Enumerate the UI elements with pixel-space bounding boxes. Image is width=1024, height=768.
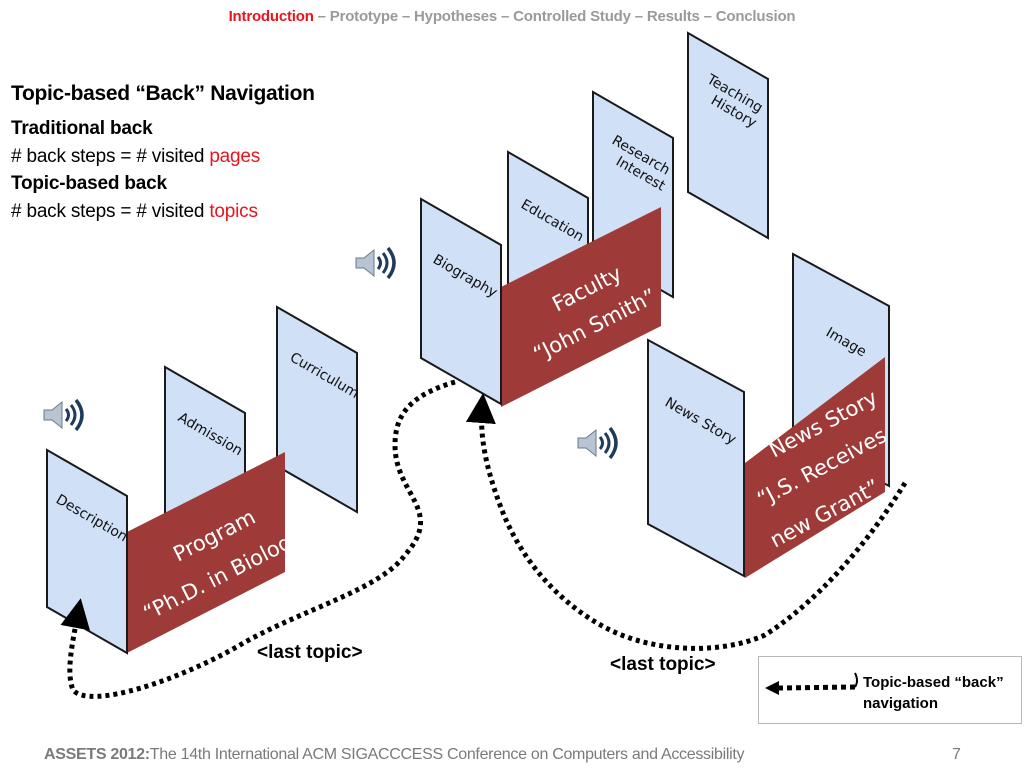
traditional-back-rule: # back steps = # visited pages [11, 146, 260, 168]
legend-label: Topic-based “back” navigation [863, 674, 1004, 712]
dotted-arrow-icon [60, 379, 456, 699]
topic-based-back-rule: # back steps = # visited topics [11, 201, 258, 223]
topic-rule-prefix: # back steps = # visited [11, 201, 210, 222]
legend-box: Topic-based “back” navigation [758, 656, 1022, 724]
topic-banner-faculty [501, 207, 661, 407]
speaker-icon [355, 246, 396, 280]
speaker-icon [577, 426, 618, 460]
traditional-back-title: Traditional back [11, 118, 153, 139]
footer: ASSETS 2012:The 14th International ACM S… [44, 746, 744, 764]
dotted-arrow-icon [765, 672, 858, 695]
dotted-arrow-icon [465, 393, 908, 651]
page-panel-curriculum [276, 305, 358, 514]
traditional-rule-highlight: pages [209, 146, 261, 167]
news-topic-group: Image News Story News Story “J.S. Receiv… [647, 252, 908, 578]
breadcrumb-rest: – Prototype – Hypotheses – Controlled St… [313, 8, 796, 25]
topic-banner-program [127, 452, 285, 653]
last-topic-label-left: <last topic> [257, 642, 363, 663]
page-panel-biography [420, 197, 502, 406]
page-number: 7 [952, 746, 961, 763]
topic-rule-highlight: topics [209, 201, 258, 222]
footer-subtitle: The 14th International ACM SIGACCCESS Co… [149, 746, 745, 763]
slide-heading: Topic-based “Back” Navigation [11, 82, 315, 105]
page-panel-teaching-history [687, 31, 769, 240]
last-topic-label-right: <last topic> [610, 654, 716, 675]
speaker-icon [43, 398, 84, 432]
traditional-rule-prefix: # back steps = # visited [11, 146, 210, 167]
footer-conference: ASSETS 2012: [44, 746, 150, 763]
section-breadcrumb: Introduction – Prototype – Hypotheses – … [0, 8, 1024, 25]
page-panel-news-story [647, 338, 745, 578]
breadcrumb-current: Introduction [228, 8, 314, 25]
topic-based-back-title: Topic-based back [11, 173, 167, 194]
program-topic-group: Curriculum Admission Program “Ph.D. in B… [46, 305, 361, 655]
faculty-topic-group: Teaching History Research Interest Educa… [420, 31, 769, 407]
topic-banner-news [745, 357, 885, 578]
page-panel-description [46, 448, 128, 655]
